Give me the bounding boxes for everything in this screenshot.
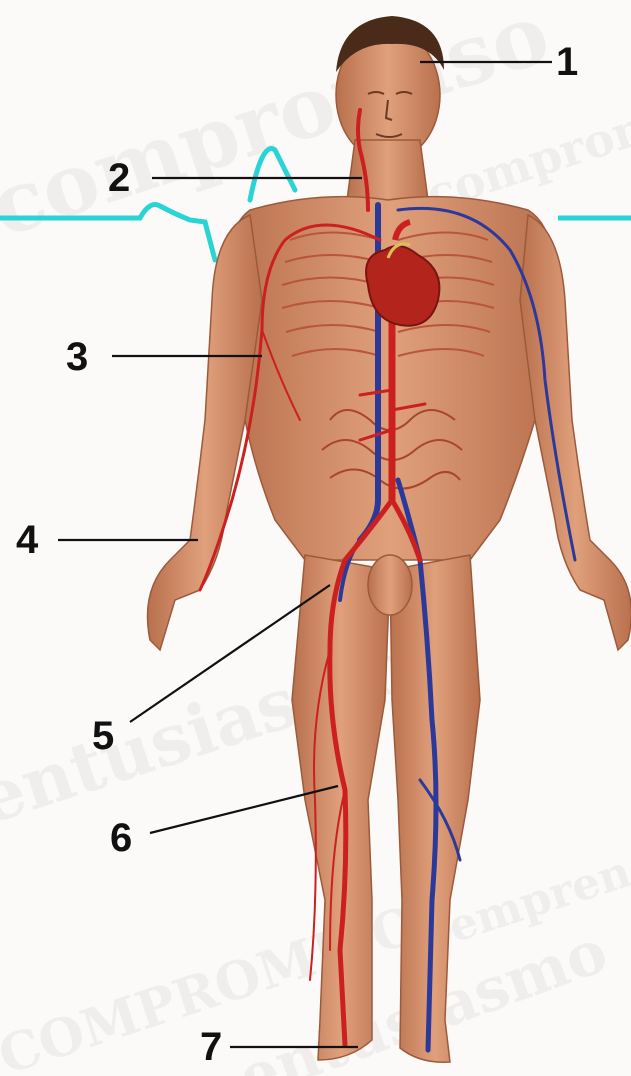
callout-label-4: 4 <box>16 520 38 560</box>
body-silhouette <box>148 29 631 1062</box>
callout-label-2: 2 <box>108 158 130 198</box>
ecg-trace <box>250 149 295 200</box>
callout-label-5: 5 <box>92 716 114 756</box>
callout-label-6: 6 <box>110 818 132 858</box>
callout-label-7: 7 <box>200 1027 222 1067</box>
ecg-trace <box>0 205 215 261</box>
callout-label-1: 1 <box>556 42 578 82</box>
callout-label-3: 3 <box>66 337 88 377</box>
